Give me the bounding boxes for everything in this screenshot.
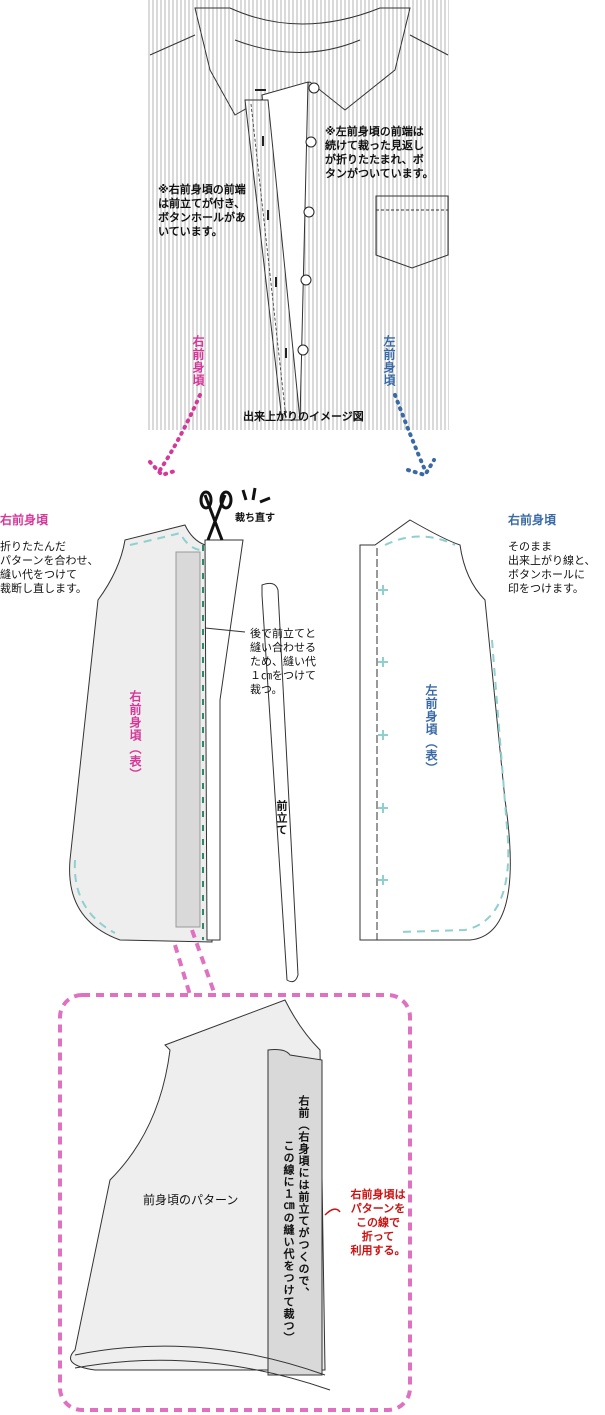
placket-label: 前立て bbox=[275, 800, 288, 836]
seam-note: 後で前立てと 縫い合わせる ため、縫い代 １㎝をつけて 裁つ。 bbox=[250, 627, 316, 696]
shirt-placket bbox=[244, 99, 301, 421]
strip-label-2: この線に１㎝の縫い代をつけて裁つ） bbox=[282, 1140, 295, 1344]
placket-strip bbox=[204, 539, 299, 983]
button-marks bbox=[297, 82, 320, 356]
shirt-illustration bbox=[148, 0, 449, 430]
right-front-desc: 折りたたんだ パターンを合わせ、 縫い代をつけて 裁断し直します。 bbox=[0, 540, 99, 595]
fold-line-pointer bbox=[324, 1208, 341, 1216]
right-front-heading: 右前身頃 bbox=[0, 513, 49, 527]
right-front-piece bbox=[69, 524, 213, 943]
note-left-front: ※左前身頃の前端は 続けて裁った見返し が折りたたまれ、ボ タンがついています。 bbox=[325, 125, 434, 180]
left-piece-label: 左前身頃（表） bbox=[424, 684, 438, 775]
shirt-pocket bbox=[375, 195, 449, 269]
arrow-right-front bbox=[158, 393, 202, 472]
label-left-front: 左前身頃 bbox=[382, 335, 396, 387]
illustration-caption: 出来上がりのイメージ図 bbox=[243, 410, 364, 423]
left-front-piece bbox=[359, 519, 511, 941]
left-front-desc: そのまま 出来上がり線と、 ボタンホールに 印をつけます。 bbox=[508, 540, 596, 595]
scissors-icon bbox=[199, 487, 271, 541]
strip-label-1: 右前（右身頃には前立てがつくので、 bbox=[297, 1095, 310, 1299]
label-right-front: 右前身頃 bbox=[191, 335, 205, 387]
arrow-left-front bbox=[393, 393, 427, 472]
buttonhole-marks bbox=[255, 89, 287, 358]
right-front-fold-strip bbox=[175, 551, 201, 928]
pattern-label: 前身頃のパターン bbox=[143, 1193, 239, 1207]
scissors-label: 裁ち直す bbox=[235, 513, 275, 524]
detail-pattern bbox=[70, 999, 331, 1391]
left-front-heading: 右前身頃 bbox=[508, 513, 557, 527]
detail-box bbox=[58, 993, 412, 1412]
shirt-collar bbox=[194, 7, 411, 116]
right-piece-label: 右前身頃（表） bbox=[128, 690, 142, 781]
note-right-front: ※右前身頃の前端 は前立てが付き、 ボタンホールがあ いています。 bbox=[158, 183, 246, 238]
fold-note: 右前身頃は パターンを この線で 折って 利用する。 bbox=[350, 1188, 406, 1257]
